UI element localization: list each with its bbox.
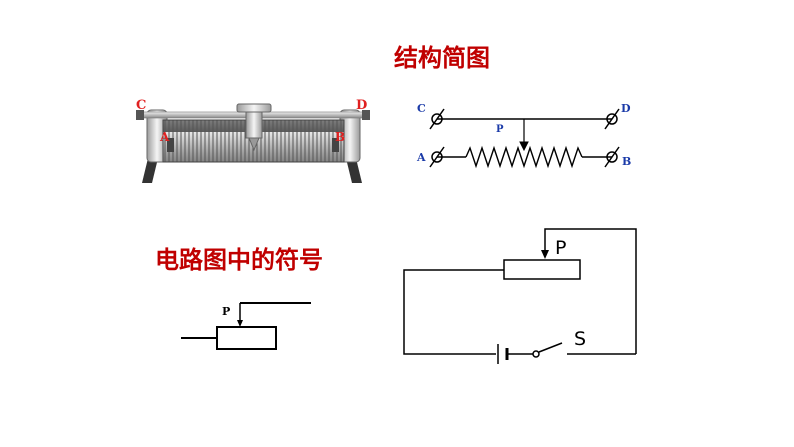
circuit-diagram xyxy=(403,228,637,364)
terminal-a xyxy=(429,146,445,168)
photo-label-d: D xyxy=(356,98,367,113)
resistor-zigzag xyxy=(465,145,583,169)
circuit-wire-left xyxy=(403,269,504,355)
schematic-label-p: P xyxy=(496,124,504,135)
slider-body xyxy=(245,111,263,139)
circuit-wire-right xyxy=(544,228,637,354)
schematic-label-c: C xyxy=(417,102,426,115)
slider-arrow xyxy=(519,141,529,152)
circuit-label-s: S xyxy=(574,328,586,350)
rheostat-symbol xyxy=(181,302,311,350)
terminal-b xyxy=(604,146,620,168)
switch-pivot xyxy=(532,350,540,358)
terminal-b-screw xyxy=(332,138,339,152)
symbol-slider-arrow xyxy=(237,320,243,327)
slider-contact xyxy=(248,137,260,152)
structure-schematic xyxy=(429,108,620,169)
terminal-a-screw xyxy=(167,138,174,152)
structure-diagram-title: 结构简图 xyxy=(394,44,490,72)
schematic-label-d: D xyxy=(621,102,631,115)
symbol-label-p: P xyxy=(222,305,230,318)
schematic-label-b: B xyxy=(622,155,631,168)
terminal-c xyxy=(429,108,445,130)
terminal-d xyxy=(604,108,620,130)
circuit-slider-arrow xyxy=(541,250,549,259)
slider-knob xyxy=(236,103,272,113)
photo-label-c: C xyxy=(136,98,146,113)
photo-label-a: A xyxy=(159,130,170,144)
circuit-symbol-title: 电路图中的符号 xyxy=(155,246,323,274)
schematic-label-a: A xyxy=(416,151,426,164)
terminal-d-screw xyxy=(362,110,370,120)
switch-blade xyxy=(538,342,563,353)
circuit-rheostat-body xyxy=(503,259,581,280)
circuit-label-p: P xyxy=(555,237,566,259)
rheostat-illustration: C D A B xyxy=(136,98,370,183)
photo-label-b: B xyxy=(335,130,345,144)
symbol-resistor-body xyxy=(216,326,277,350)
terminal-c-screw xyxy=(136,110,144,120)
